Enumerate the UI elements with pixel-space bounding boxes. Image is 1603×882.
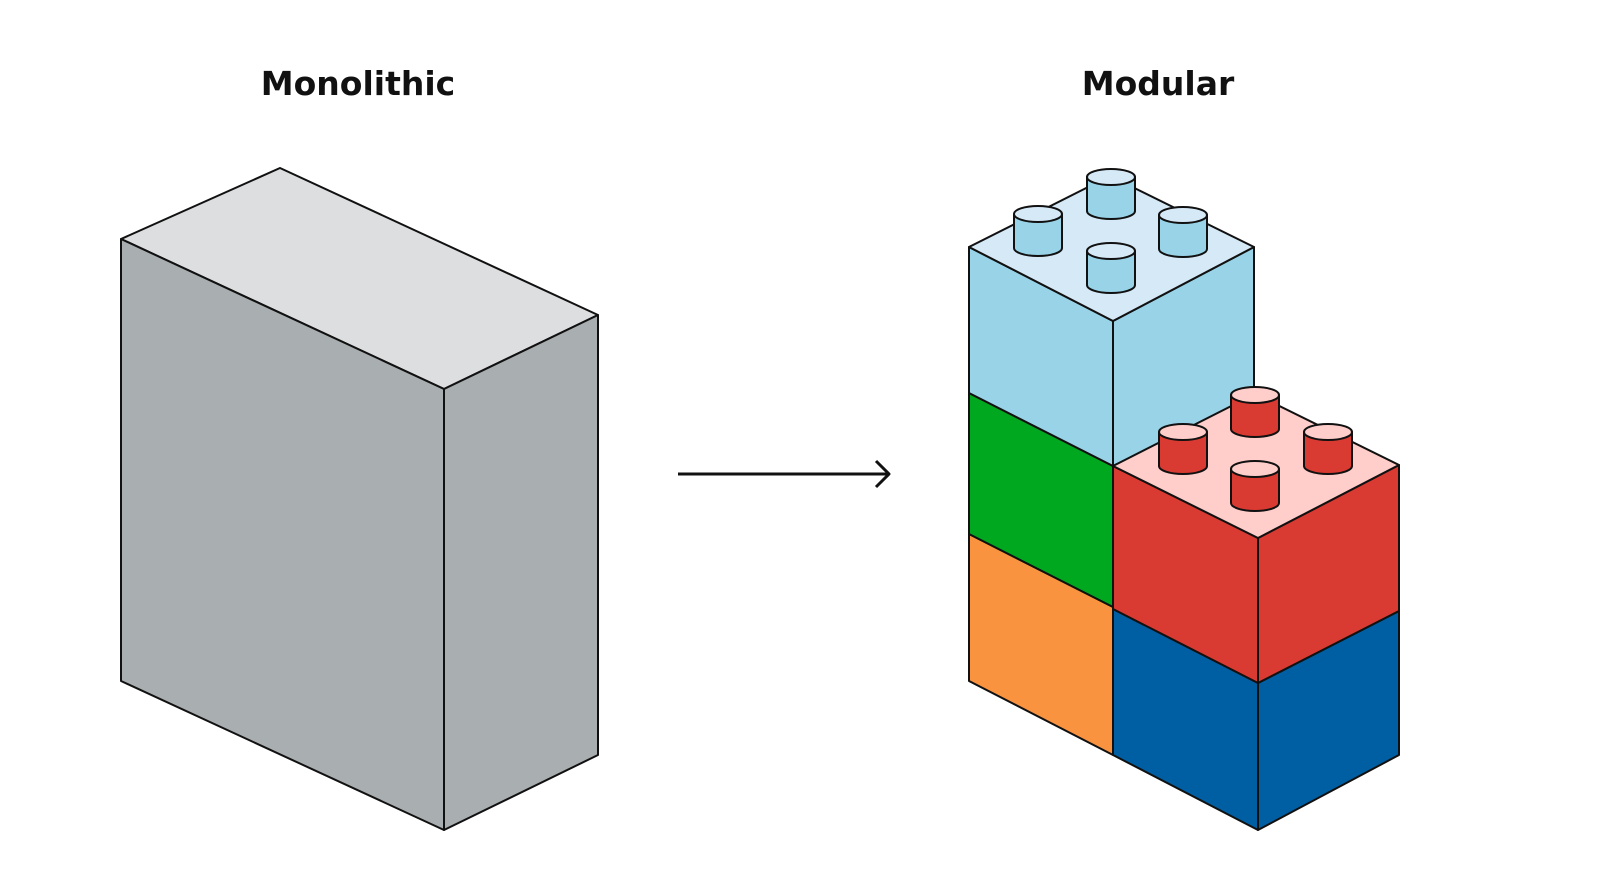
arrow-icon bbox=[678, 459, 891, 489]
stud bbox=[1303, 423, 1353, 475]
stud bbox=[1230, 460, 1280, 512]
stud bbox=[1086, 242, 1136, 294]
stud bbox=[1230, 386, 1280, 438]
stud bbox=[1086, 168, 1136, 220]
monolithic-title: Monolithic bbox=[260, 64, 456, 103]
stud bbox=[1013, 205, 1063, 257]
modular-title: Modular bbox=[1081, 64, 1235, 103]
monolithic-block bbox=[120, 167, 599, 831]
stud bbox=[1158, 206, 1208, 258]
stud bbox=[1158, 423, 1208, 475]
modular-blocks bbox=[968, 168, 1400, 831]
